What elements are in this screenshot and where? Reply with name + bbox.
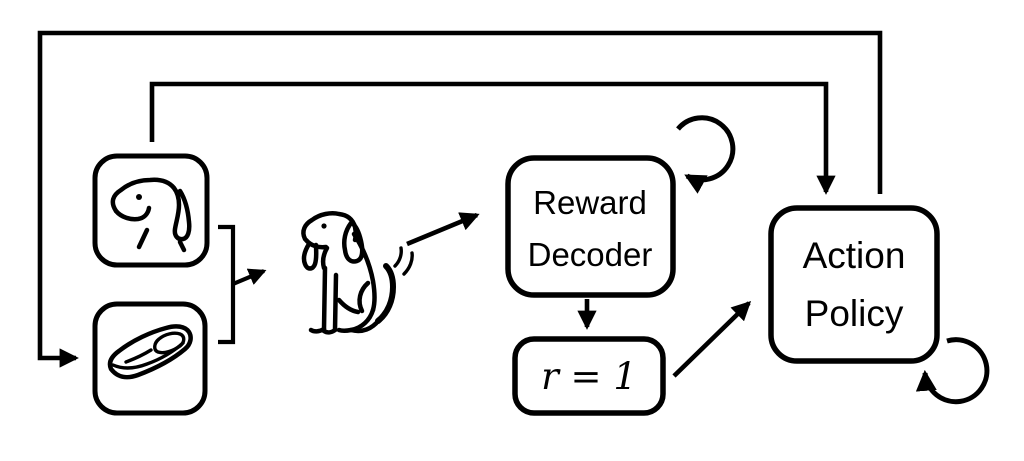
sitting-dog-eye	[321, 223, 327, 229]
sitting-dog-front-leg-1	[321, 265, 328, 332]
sitting-dog-front-paw-2	[321, 327, 338, 335]
action-policy-label-line1: Action	[803, 235, 906, 276]
reward-value-box	[512, 336, 666, 416]
sitting-dog-back	[351, 231, 377, 313]
action-policy-self-loop	[915, 337, 990, 405]
steak-divider-line	[124, 348, 153, 364]
dog-head-mouth	[113, 205, 152, 222]
dog-image-box	[92, 153, 210, 268]
sitting-dog-chest	[320, 245, 330, 271]
reward-value-label: r = 1	[541, 355, 637, 398]
dog-head-outline	[110, 177, 192, 242]
dog-head-icon	[110, 177, 192, 253]
dog-head-neck-stroke	[136, 227, 150, 250]
steak-image-box	[92, 301, 208, 416]
edge-dogimage-to-policy	[149, 81, 836, 195]
sitting-dog-wag-mark-2	[402, 251, 414, 276]
reward-decoder-label-line2: Decoder	[528, 236, 653, 273]
steak-outline	[107, 324, 193, 380]
reward-decoder-label-line1: Reward	[533, 184, 647, 221]
sitting-dog-ear	[342, 220, 365, 264]
sitting-dog-hind-leg	[336, 297, 361, 315]
sitting-dog-hip-curve	[357, 280, 371, 314]
sitting-dog-tongue	[301, 241, 319, 271]
sitting-dog-icon	[301, 211, 414, 335]
dog-head-neck-stroke-2	[177, 239, 187, 253]
steak-inner-ring	[153, 331, 186, 355]
edge-reward-to-policy	[672, 300, 752, 378]
sitting-dog-front-leg-2	[332, 272, 339, 333]
observation-bracket	[218, 224, 236, 345]
action-policy-box	[768, 205, 940, 364]
dog-head-eye	[136, 194, 142, 200]
sitting-dog-tail	[375, 263, 396, 324]
action-policy-label-line2: Policy	[805, 293, 904, 334]
reward-decoder-box	[505, 155, 676, 298]
reward-decoder-self-loop	[676, 115, 736, 194]
edge-policy-to-steak	[37, 30, 883, 368]
edge-dog-to-decoder	[406, 212, 480, 247]
steak-icon	[107, 324, 193, 380]
edge-bracket-to-dog	[232, 268, 267, 286]
sitting-dog-wag-mark-1	[393, 246, 403, 268]
